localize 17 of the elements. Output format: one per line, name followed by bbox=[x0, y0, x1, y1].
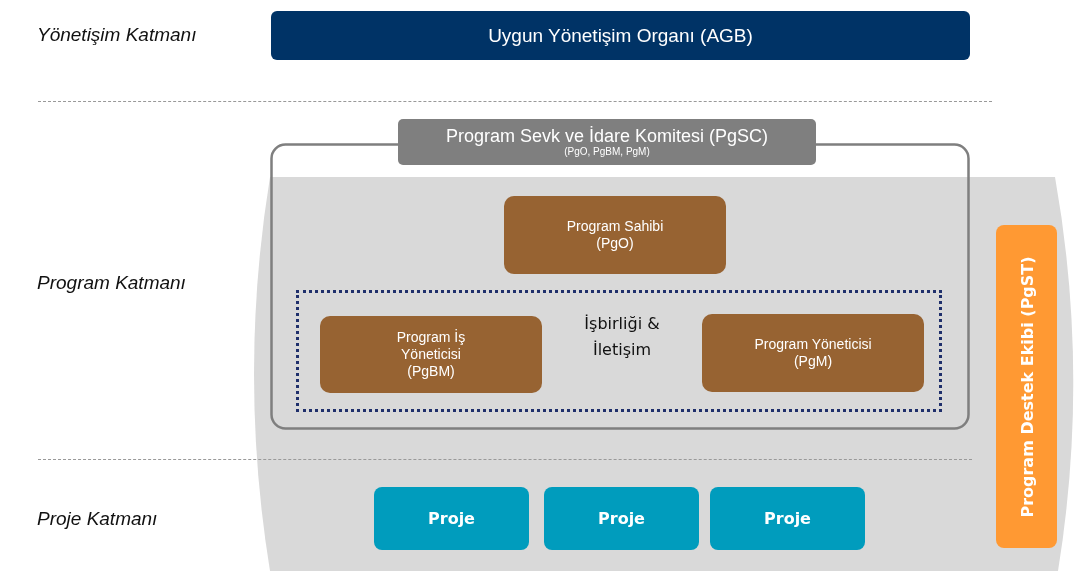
committee-title: Program Sevk ve İdare Komitesi (PgSC) bbox=[445, 126, 769, 146]
layer-label: Proje Katmanı bbox=[37, 508, 158, 530]
committee-frame bbox=[270, 119, 970, 430]
support-team-bar bbox=[996, 225, 1057, 548]
governance-body-bar: Uygun Yönetişim Organı (AGB) bbox=[271, 11, 970, 60]
layer-label: Program Katmanı bbox=[37, 272, 186, 294]
layer-label: Yönetişim Katmanı bbox=[37, 24, 197, 46]
role-box: Program Sahibi (PgO) bbox=[504, 196, 726, 274]
project-box: Proje bbox=[374, 487, 529, 550]
role-box: Program Yöneticisi (PgM) bbox=[702, 314, 924, 392]
support-team-label: Program Destek Ekibi (PgST) bbox=[1017, 255, 1036, 518]
project-box: Proje bbox=[544, 487, 699, 550]
committee-members: (PgO, PgBM, PgM) bbox=[564, 146, 650, 158]
collaboration-frame bbox=[296, 290, 942, 412]
role-box: Program İş Yöneticisi (PgBM) bbox=[320, 316, 542, 393]
collaboration-text: İşbirliği & İletişim bbox=[583, 313, 661, 361]
project-box: Proje bbox=[710, 487, 865, 550]
